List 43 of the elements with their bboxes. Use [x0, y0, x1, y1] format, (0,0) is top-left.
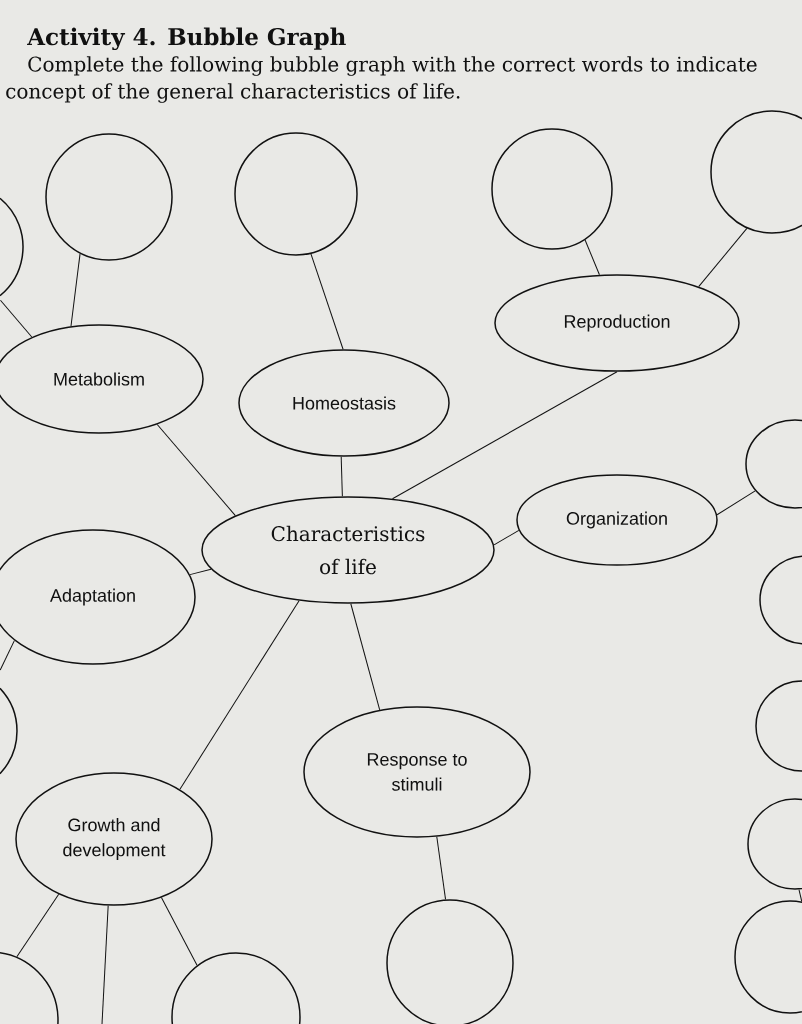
- answer-bubble: [0, 197, 24, 297]
- answer-bubble: [747, 798, 802, 890]
- connector-line: [0, 640, 15, 671]
- topic-bubble: Response to stimuli: [303, 706, 531, 838]
- answer-bubble: [491, 128, 613, 250]
- connector-line: [160, 897, 198, 966]
- connector-line: [189, 568, 212, 576]
- answer-bubble: [171, 952, 301, 1024]
- connector-line: [179, 600, 300, 790]
- connector-line: [101, 905, 109, 1024]
- connector-line: [698, 227, 748, 288]
- answer-bubble: [759, 555, 802, 645]
- connector-line: [156, 424, 236, 517]
- answer-bubble: [0, 687, 18, 775]
- connector-line: [310, 253, 344, 350]
- topic-bubble: Adaptation: [0, 529, 196, 665]
- title: Activity 4. Bubble Graph: [27, 27, 346, 51]
- instructions-text: Complete the following bubble graph with the correct words to indicate concept of the general characteristics of life.: [6, 56, 757, 103]
- topic-bubble: Growth and development: [15, 772, 213, 906]
- topic-bubble: Reproduction: [494, 274, 740, 372]
- connector-line: [340, 456, 343, 497]
- answer-bubble: [745, 419, 802, 509]
- central-bubble: Characteristics of life: [201, 496, 495, 604]
- answer-bubble: [45, 133, 173, 261]
- answer-bubble: [734, 900, 802, 1014]
- connector-line: [436, 836, 447, 900]
- connector-line: [392, 371, 618, 500]
- answer-bubble: [386, 899, 514, 1024]
- connector-line: [70, 253, 81, 327]
- answer-bubble: [234, 132, 358, 256]
- connector-line: [0, 299, 33, 338]
- connector-line: [584, 239, 600, 276]
- answer-bubble: [710, 110, 802, 234]
- connector-line: [16, 893, 60, 958]
- connector-line: [350, 603, 381, 711]
- connector-line: [493, 529, 520, 546]
- topic-bubble: Organization: [516, 474, 718, 566]
- topic-bubble: Metabolism: [0, 324, 204, 434]
- answer-bubble: [0, 951, 59, 1024]
- answer-bubble: [755, 680, 802, 772]
- connector-line: [716, 490, 756, 516]
- connector-line: [798, 889, 802, 903]
- topic-bubble: Homeostasis: [238, 349, 450, 457]
